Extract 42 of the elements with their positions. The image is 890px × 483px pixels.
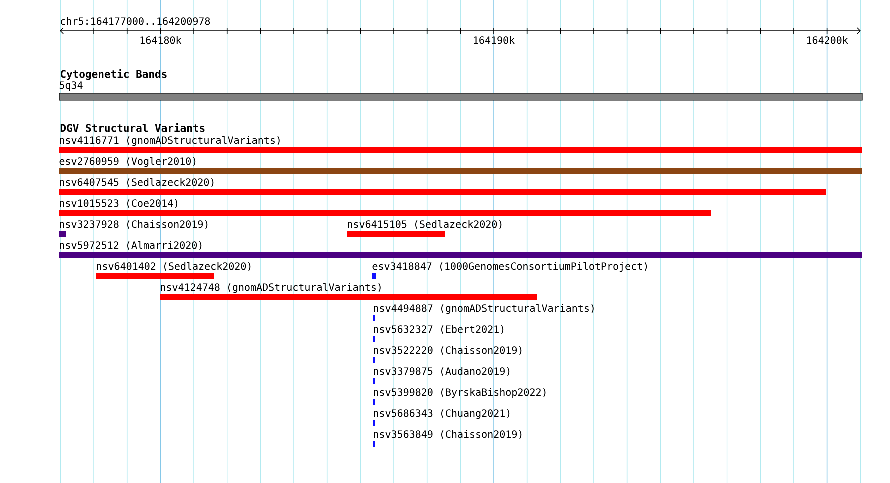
variant-bar: nsv6401402 (Sedlazeck2020) bbox=[96, 262, 251, 280]
tick-label: 164200k bbox=[807, 36, 848, 44]
node-label: nsv1015523 (Coe2014) bbox=[60, 199, 178, 208]
node-label: nsv3379875 (Audano2019) bbox=[374, 367, 510, 376]
variant-bar: nsv4124748 (gnomADStructuralVariants) bbox=[160, 283, 538, 300]
node-label: nsv6407545 (Sedlazeck2020) bbox=[60, 178, 214, 188]
node-label: nsv3237928 (Chaisson2019) bbox=[60, 220, 208, 230]
node-label: nsv6415105 (Sedlazeck2020) bbox=[348, 220, 502, 230]
variant-bar: nsv3563849 (Chaisson2019) bbox=[373, 430, 522, 448]
tick-label: 164180k bbox=[140, 36, 182, 44]
variant-bar: nsv5632327 (Ebert2021) bbox=[373, 325, 504, 342]
node-label: nsv4494887 (gnomADStructuralVariants) bbox=[374, 304, 594, 314]
node-label: nsv5632327 (Ebert2021) bbox=[374, 325, 504, 334]
variant-bar: nsv3522220 (Chaisson2019) bbox=[373, 346, 522, 364]
track-heading: DGV Structural Variants bbox=[60, 123, 205, 132]
variant-bar: nsv4116771 (gnomADStructuralVariants) bbox=[59, 136, 862, 154]
variant-bar: nsv5399820 (ByrskaBishop2022) bbox=[373, 388, 546, 406]
node-label: nsv5972512 (Almarri2020) bbox=[60, 241, 202, 250]
node-label: nsv3522220 (Chaisson2019) bbox=[374, 346, 522, 356]
variant-bar: nsv5972512 (Almarri2020) bbox=[59, 241, 862, 258]
node-label: nsv4116771 (gnomADStructuralVariants) bbox=[60, 136, 280, 146]
track-heading: Cytogenetic Bands bbox=[61, 69, 167, 80]
node-label: esv3418847 (1000GenomesConsortiumPilotProject) bbox=[372, 262, 648, 272]
variant-bar: esv3418847 (1000GenomesConsortiumPilotProject) bbox=[372, 262, 648, 280]
node-label: nsv4124748 (gnomADStructuralVariants) bbox=[161, 283, 381, 294]
region-label: chr5:164177000..164200978 bbox=[61, 17, 210, 26]
variant-bar: nsv6407545 (Sedlazeck2020) bbox=[59, 178, 826, 196]
variant-bar: nsv5686343 (Chuang2021) bbox=[373, 409, 510, 426]
node-label: nsv3563849 (Chaisson2019) bbox=[374, 430, 522, 440]
variant-bar: nsv6415105 (Sedlazeck2020) bbox=[347, 220, 502, 238]
node-label: nsv5686343 (Chuang2021) bbox=[374, 409, 510, 420]
node-label: nsv5399820 (ByrskaBishop2022) bbox=[374, 388, 546, 398]
node-label: esv2760959 (Vogler2010) bbox=[60, 157, 196, 168]
variant-bar: nsv4494887 (gnomADStructuralVariants) bbox=[373, 304, 594, 322]
cytoband-bar: 5q34 bbox=[59, 82, 863, 101]
variant-bar: nsv1015523 (Coe2014) bbox=[59, 199, 712, 216]
node-label: 5q34 bbox=[60, 82, 83, 92]
tick-label: 164190k bbox=[474, 36, 515, 44]
variant-bar: esv2760959 (Vogler2010) bbox=[59, 157, 862, 174]
variant-bar: nsv3237928 (Chaisson2019) bbox=[59, 220, 208, 238]
node-label: nsv6401402 (Sedlazeck2020) bbox=[97, 262, 251, 272]
variant-bar: nsv3379875 (Audano2019) bbox=[373, 367, 510, 384]
